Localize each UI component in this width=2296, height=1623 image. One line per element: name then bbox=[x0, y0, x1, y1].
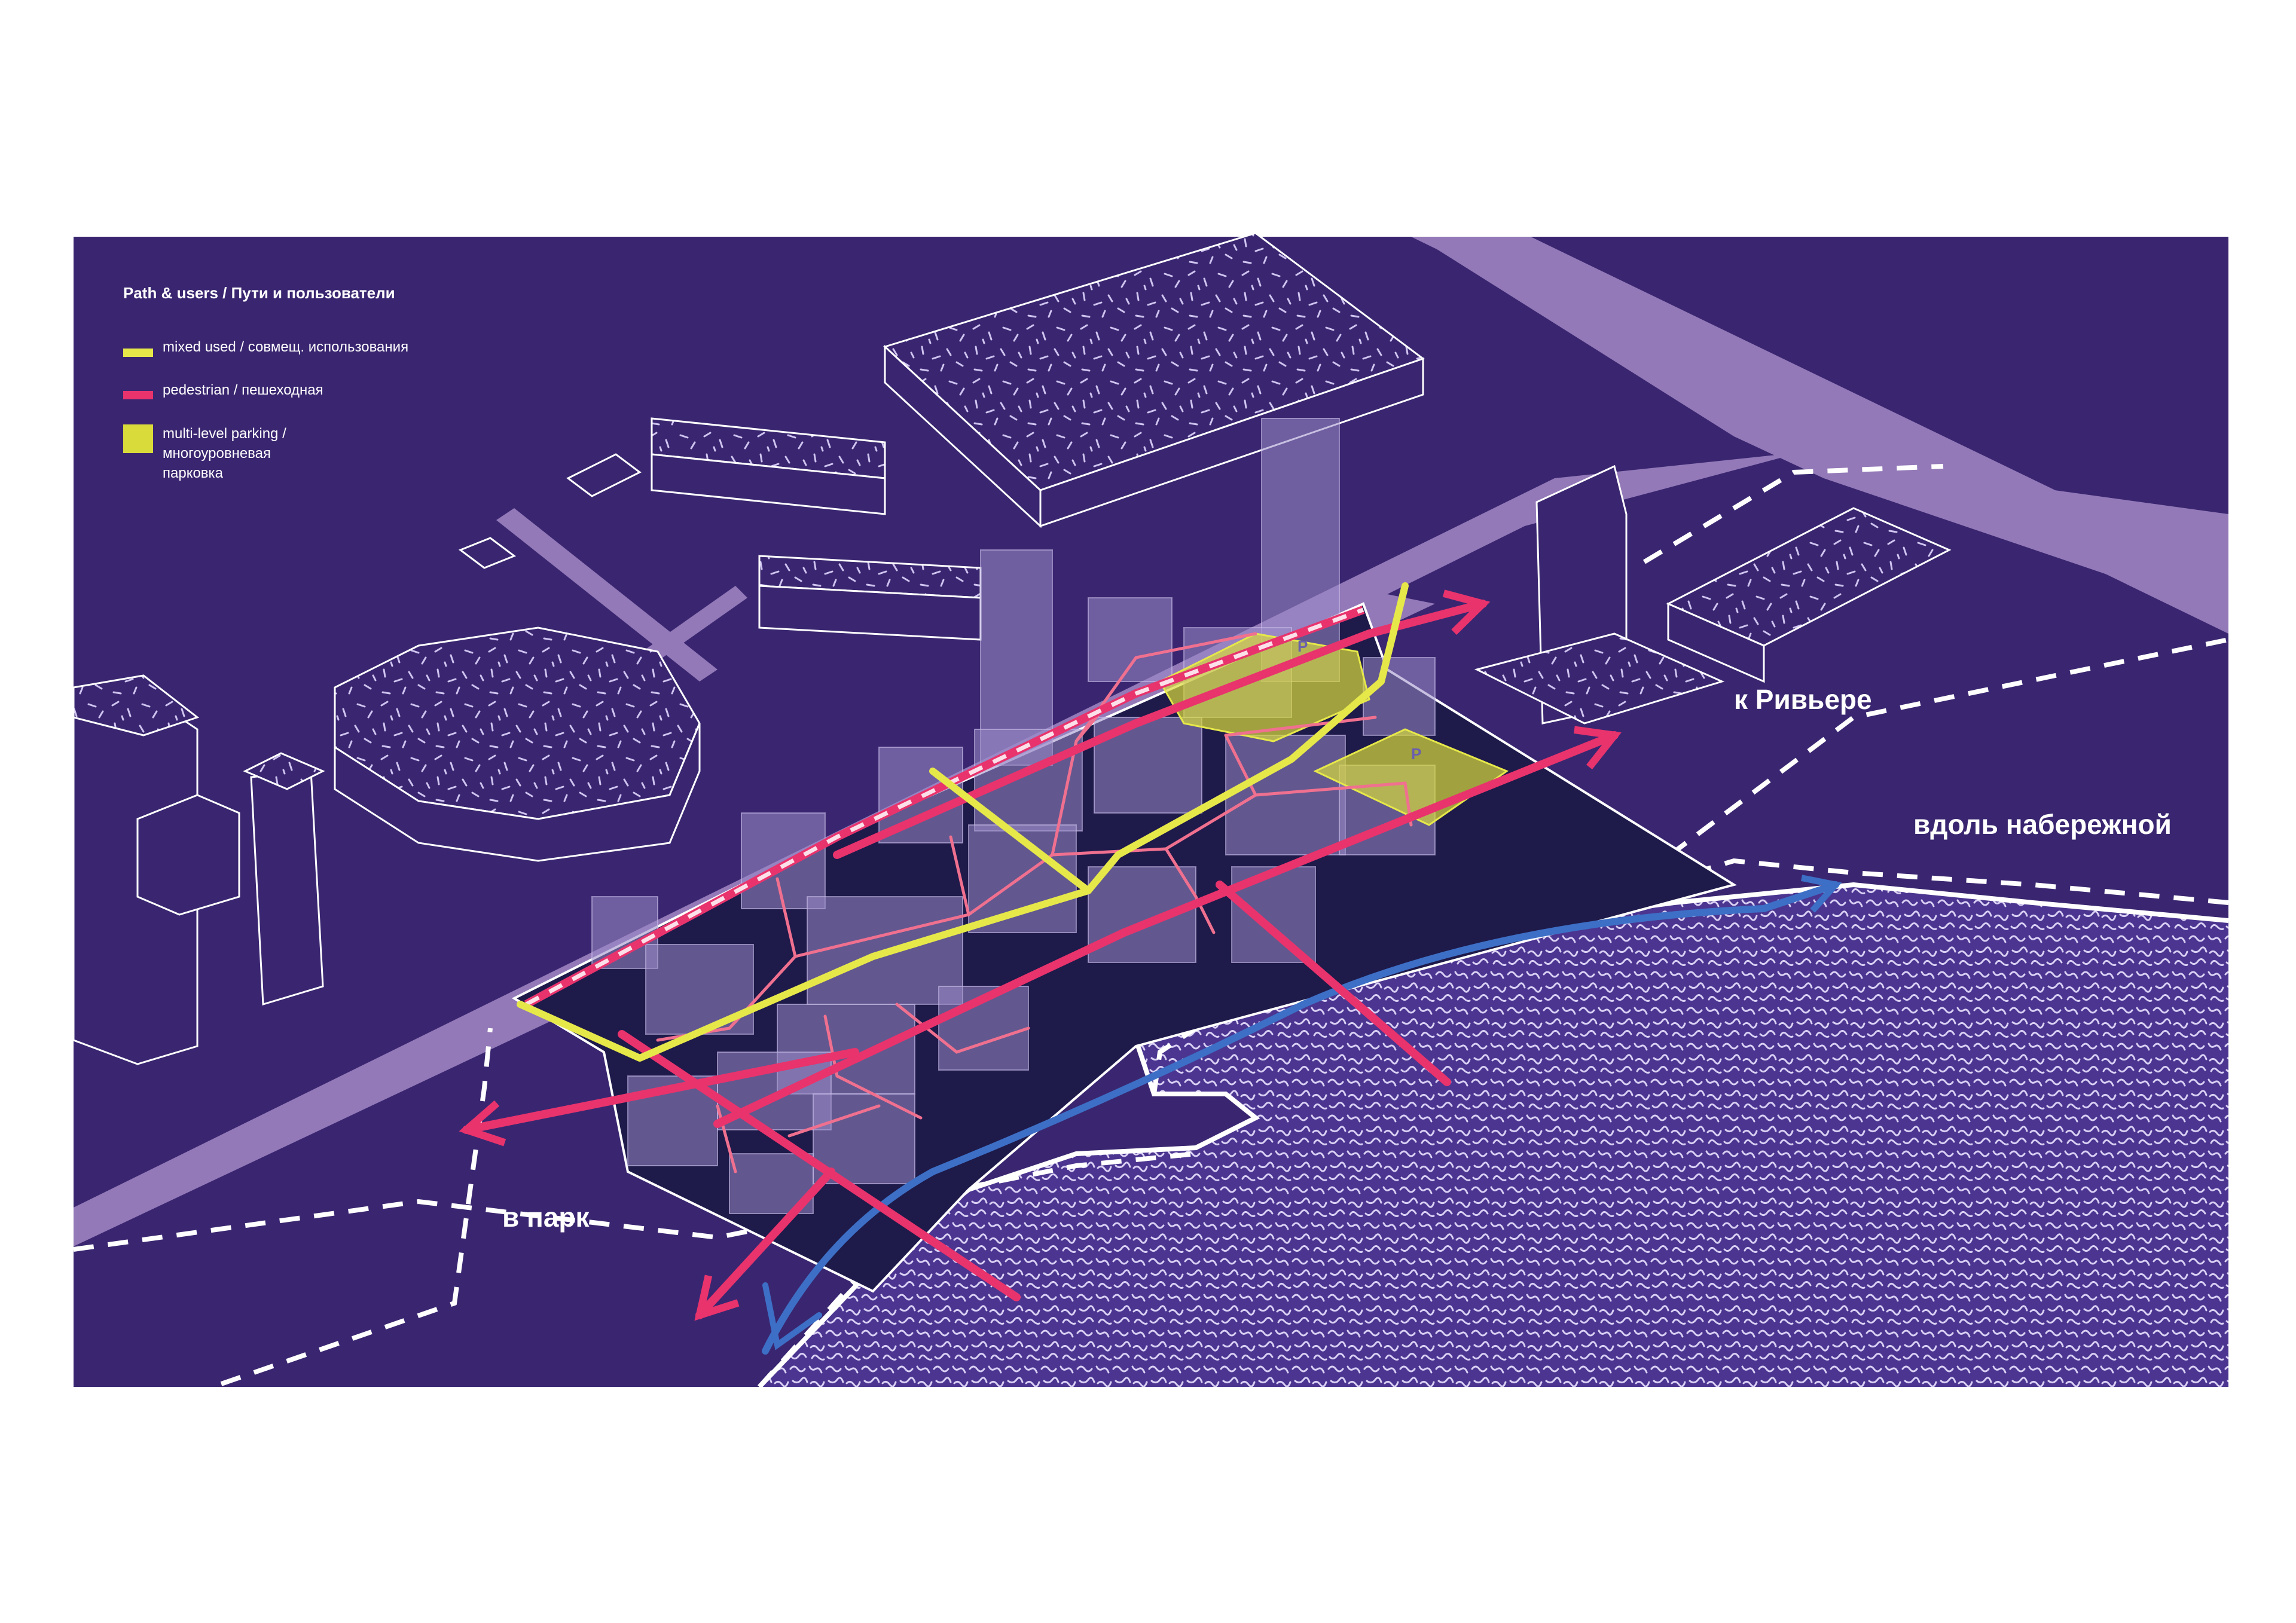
route-to-south bbox=[694, 1167, 835, 1321]
upper-road-band bbox=[1411, 237, 2228, 634]
waterfront-path bbox=[762, 875, 1842, 1355]
legend-label-parking-3: парковка bbox=[163, 465, 224, 481]
block-row-north-face bbox=[651, 453, 886, 515]
legend-title: Path & users / Пути и пользователи bbox=[123, 284, 395, 302]
legend-label-pedestrian: pedestrian / пешеходная bbox=[163, 382, 323, 398]
small-block-west bbox=[136, 794, 240, 916]
route-cross-south bbox=[1216, 881, 1451, 1086]
waterfront-path-start-arrow bbox=[762, 1282, 822, 1350]
label-embankment: вдоль набережной bbox=[1913, 809, 2172, 840]
large-block-north-side2 bbox=[1039, 357, 1424, 528]
edge-route-dashed bbox=[524, 606, 1365, 1008]
parking-marker-2: P bbox=[1411, 745, 1421, 763]
route-diagonal-south bbox=[618, 1030, 1021, 1301]
water-body bbox=[759, 885, 2228, 1387]
legend-label-parking-2: многоуровневая bbox=[163, 445, 271, 461]
small-kiosk bbox=[458, 537, 517, 569]
legend-label-parking-1: multi-level parking / bbox=[163, 426, 286, 442]
legend-swatch-pedestrian bbox=[123, 391, 153, 399]
route-to-riviera bbox=[713, 726, 1622, 1128]
mixed-use-route bbox=[517, 582, 1409, 1062]
curved-building-west-top bbox=[72, 674, 200, 736]
legend-swatch-mixed bbox=[123, 349, 153, 357]
connector-road bbox=[634, 586, 747, 670]
parking-marker-1: P bbox=[1297, 637, 1308, 655]
label-park: в парк bbox=[502, 1202, 590, 1233]
label-riviera: к Ривьере bbox=[1734, 684, 1872, 715]
riviera-block-face bbox=[1667, 602, 1765, 683]
route-to-park-west bbox=[459, 1048, 859, 1147]
legend-swatch-parking bbox=[123, 424, 153, 453]
riviera-base bbox=[1474, 632, 1725, 725]
round-building-face bbox=[334, 723, 701, 862]
context-buildings bbox=[72, 232, 1952, 1065]
legend: Path & users / Пути и пользователи mixed… bbox=[123, 284, 408, 481]
pedestrian-routes bbox=[459, 589, 1622, 1321]
small-pavilion bbox=[566, 453, 642, 497]
route-north bbox=[833, 589, 1491, 859]
curved-building-2-top bbox=[243, 752, 325, 790]
mixed-use-spur bbox=[929, 768, 1092, 894]
legend-label-mixed: mixed used / совмещ. использования bbox=[163, 339, 408, 355]
curved-building-2 bbox=[250, 770, 324, 1005]
